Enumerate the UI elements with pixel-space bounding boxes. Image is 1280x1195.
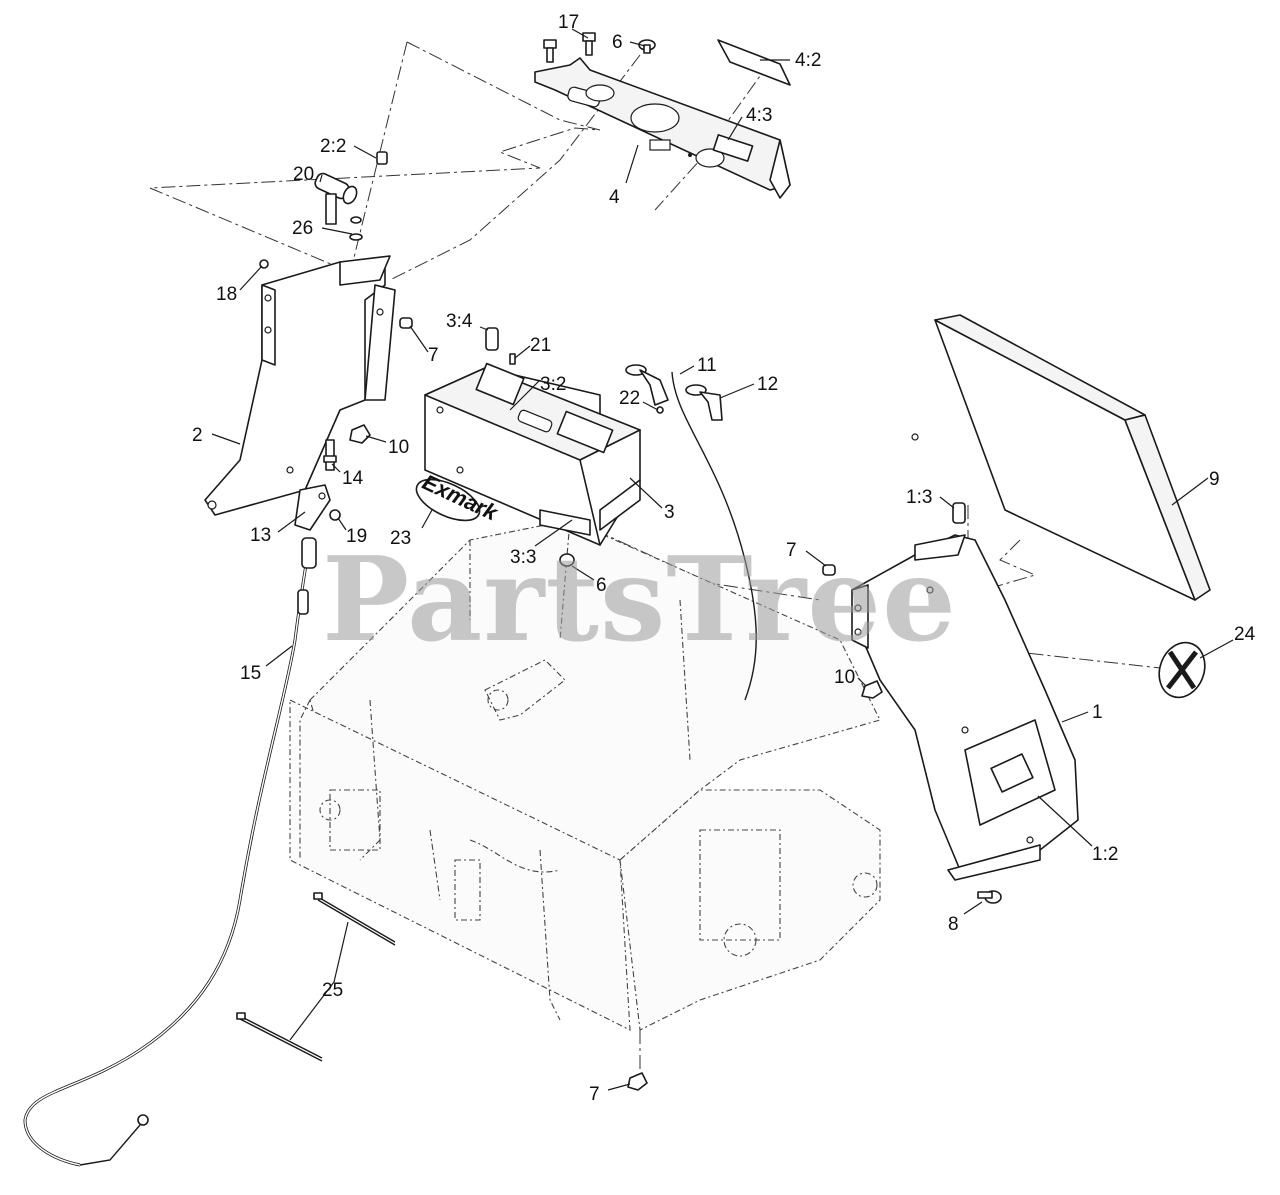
callout-26: 26: [292, 218, 313, 239]
callout-4: 4: [609, 187, 620, 208]
callout-labels: 17 6 4:2 4:3 2:2 4 20 26 18 3:4 21 7 11 …: [192, 12, 1256, 1105]
callout-6-top: 6: [612, 32, 623, 53]
cable-part-15: [23, 537, 317, 1167]
callout-6-lower: 6: [596, 575, 607, 596]
seat-pad-part-9: [911, 314, 1211, 601]
nut-part-7-right: [822, 564, 836, 576]
spacer-part-2-2: [376, 151, 388, 165]
callout-23: 23: [390, 528, 411, 549]
callout-1: 1: [1092, 702, 1103, 723]
callout-12: 12: [757, 374, 778, 395]
callout-3-3: 3:3: [510, 547, 536, 568]
bushing-part-1-3: [952, 502, 966, 524]
throttle-cable: [671, 371, 757, 701]
callout-14: 14: [342, 468, 364, 489]
callout-11: 11: [697, 355, 717, 376]
callout-4-2: 4:2: [795, 50, 821, 71]
main-frame-ghost: [289, 519, 881, 1031]
callout-2: 2: [192, 425, 203, 446]
cable-tie-part-25: [236, 892, 396, 1062]
lever-part-11: [625, 364, 669, 406]
callout-15: 15: [240, 663, 261, 684]
control-box-part-3: [424, 362, 641, 546]
callout-18: 18: [216, 284, 237, 305]
watermark-text: PartsTree: [322, 532, 957, 668]
nut-part-7-upper: [399, 317, 413, 329]
nut-part-10-right: [861, 680, 883, 699]
warning-decal: [539, 509, 591, 536]
callout-4-3: 4:3: [746, 105, 772, 126]
pin-part-6-top: [638, 39, 656, 54]
bolts-part-17: [543, 32, 596, 63]
bracket-part-13: [294, 484, 331, 531]
knob-part-20: [314, 172, 358, 225]
callout-7-right: 7: [786, 540, 797, 561]
nut-part-7-bottom: [627, 1072, 648, 1091]
nut-part-10-upper: [349, 424, 371, 444]
callout-20: 20: [293, 164, 314, 185]
top-plate-part-4: [534, 57, 791, 199]
callout-1-2: 1:2: [1092, 844, 1118, 865]
washer-part-26: [349, 216, 363, 241]
callout-25: 25: [322, 980, 343, 1001]
plug-part-6-lower: [559, 553, 575, 567]
lever-part-12: [685, 384, 723, 421]
callout-10-upper: 10: [388, 437, 409, 458]
bushing-part-3-4: [485, 327, 499, 351]
spring-part-14: [323, 439, 337, 471]
right-tower-part-1: [851, 534, 1079, 881]
callout-8: 8: [948, 914, 959, 935]
callout-22: 22: [619, 388, 640, 409]
callout-13: 13: [250, 525, 271, 546]
callout-1-3: 1:3: [906, 487, 932, 508]
callout-17: 17: [558, 12, 579, 33]
callout-2-2: 2:2: [320, 136, 346, 157]
emblem-part-24: [1158, 641, 1206, 699]
callout-19: 19: [346, 526, 367, 547]
callout-21: 21: [530, 335, 551, 356]
callout-3-2: 3:2: [540, 374, 566, 395]
nut-part-19: [329, 509, 341, 521]
bolt-part-8: [977, 890, 1002, 904]
pin-part-21: [509, 353, 516, 365]
left-bracket-part-2: [204, 255, 396, 516]
leader-lines: [211, 28, 1234, 1091]
callout-3: 3: [664, 502, 675, 523]
callout-10-right: 10: [834, 667, 855, 688]
callout-7-bottom: 7: [589, 1084, 600, 1105]
decal-part-4-2: [717, 39, 791, 86]
callout-3-4: 3:4: [446, 311, 473, 332]
callout-24: 24: [1234, 624, 1256, 645]
callout-7-upper: 7: [428, 345, 439, 366]
callout-9: 9: [1209, 469, 1220, 490]
